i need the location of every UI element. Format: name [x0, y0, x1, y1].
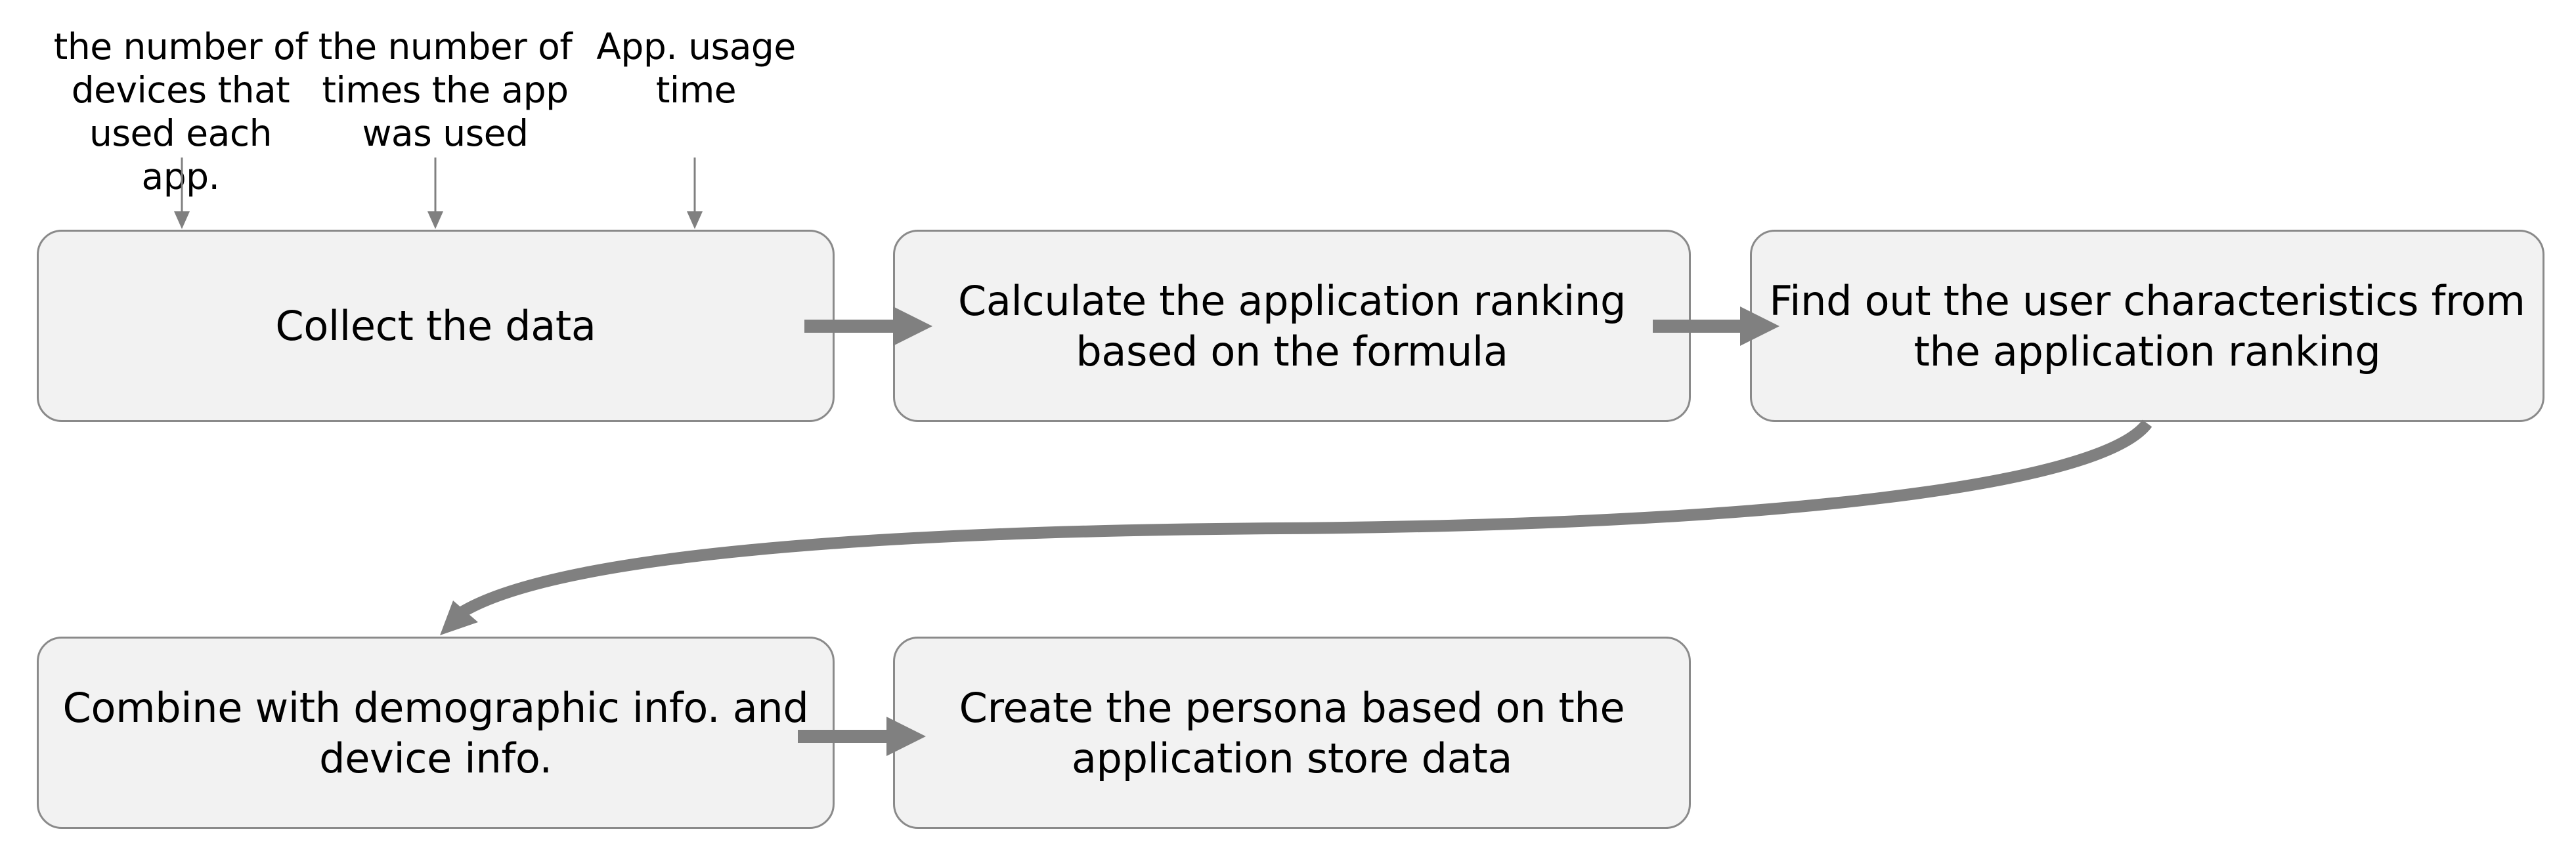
input-label-usage-time: App. usage time [596, 26, 796, 111]
step-find-characteristics: Find out the user characteristics from t… [1750, 230, 2544, 422]
step-combine-info: Combine with demographic info. and devic… [37, 637, 835, 829]
flow-arrow-find-to-combine [440, 419, 2152, 635]
input-label-usage-count: the number of times the app was used [318, 26, 573, 154]
step-calculate-ranking: Calculate the application ranking based … [893, 230, 1691, 422]
step-create-persona: Create the persona based on the applicat… [893, 637, 1691, 829]
input-label-devices-count: the number of devices that used each app… [53, 26, 308, 198]
step-collect-data: Collect the data [37, 230, 835, 422]
